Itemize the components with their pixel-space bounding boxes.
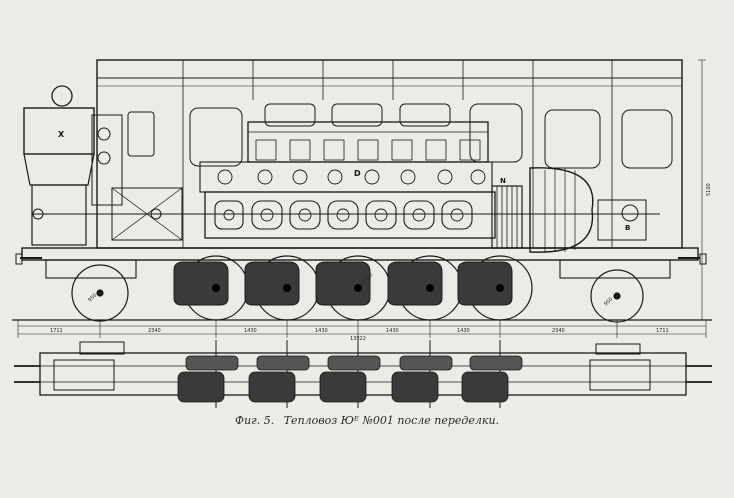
dim-total: 13822	[350, 336, 366, 342]
caption-figure-number: Фиг. 5.	[234, 414, 275, 427]
dim-segment-6: 1430	[457, 328, 470, 334]
side-elevation	[12, 59, 712, 323]
label-box: B	[625, 224, 630, 232]
dim-wheel-right: 950	[603, 296, 614, 307]
dim-height: 5100	[706, 183, 712, 196]
cab	[23, 85, 183, 246]
label-generator: N	[500, 177, 506, 185]
plan-axle-gears	[185, 355, 523, 371]
traction-motors	[173, 261, 513, 306]
diesel-engine	[199, 121, 496, 239]
dim-segment-7: 2340	[552, 328, 565, 334]
label-cab: X	[58, 130, 65, 139]
cab-dome	[51, 85, 73, 107]
dim-segment-8: 1711	[656, 328, 669, 334]
caption-title: Тепловоз Юᴱ №001 после переделки.	[283, 414, 500, 427]
dim-segment-2: 2340	[148, 328, 161, 334]
dim-wheel-left: 950	[87, 292, 98, 303]
body-windows	[127, 103, 673, 169]
dim-segment-1: 1711	[50, 328, 63, 334]
body-panels	[182, 60, 613, 248]
plan-traction-motors	[177, 371, 509, 403]
dim-segment-3: 1430	[244, 328, 257, 334]
dim-segment-4: 1430	[315, 328, 328, 334]
figure-caption: Фиг. 5. Тепловоз Юᴱ №001 после переделки…	[0, 414, 734, 427]
dimension-lines	[17, 59, 707, 338]
underframe	[15, 247, 707, 279]
dim-segment-5: 1430	[386, 328, 399, 334]
generator	[491, 167, 647, 253]
axle-hubs	[212, 284, 504, 292]
body-hood	[96, 59, 683, 249]
label-engine: D	[354, 169, 361, 178]
